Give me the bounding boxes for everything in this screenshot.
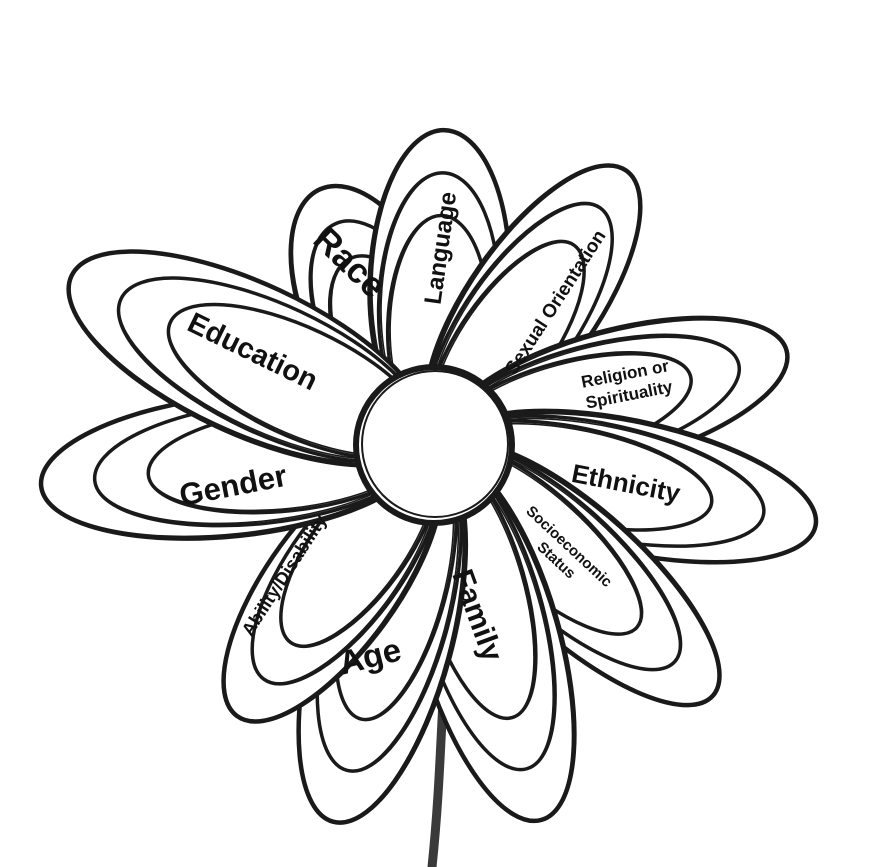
flower-center xyxy=(356,367,512,523)
flower-stem xyxy=(432,700,443,867)
